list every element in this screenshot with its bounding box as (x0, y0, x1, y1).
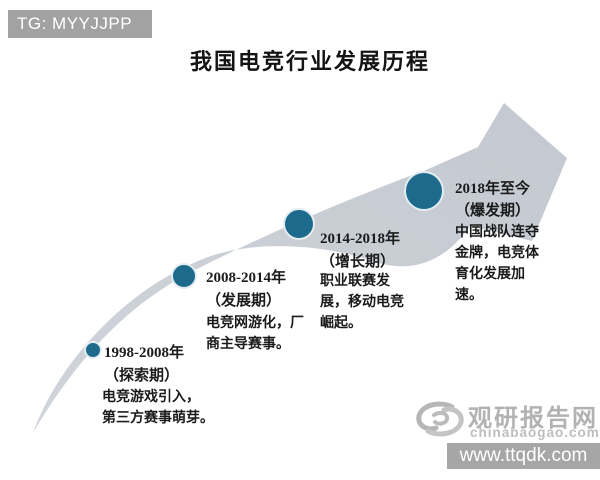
milestone-4-period: （爆发期） (455, 203, 531, 219)
milestone-dot-1 (84, 341, 102, 359)
milestone-1-period: （探索期） (104, 368, 180, 384)
milestone-1-desc: 电竞游戏引入， 第三方赛事萌芽。 (102, 390, 214, 426)
milestone-dot-2 (171, 263, 197, 289)
page-title: 我国电竞行业发展历程 (189, 49, 431, 74)
milestone-1-year: 1998-2008年 (104, 345, 184, 361)
milestone-4-desc: 中国战队连夺 金牌，电竞体 育化发展加 速。 (455, 225, 539, 303)
milestone-dot-4 (404, 171, 444, 211)
tg-badge: TG: MYYJJPP (8, 10, 152, 38)
milestone-4-year: 2018年至今 (455, 181, 531, 197)
milestone-2-year: 2008-2014年 (206, 270, 286, 286)
watermark-site-domain: chinabaogao.com (470, 425, 600, 440)
milestone-3-desc: 职业联赛发 展，移动电竞 崛起。 (320, 274, 404, 331)
milestone-3-year: 2014-2018年 (320, 231, 400, 247)
watermark-site-name: 观研报告网 (468, 405, 598, 432)
milestone-dot-3 (283, 208, 315, 240)
milestone-3-period: （增长期） (320, 254, 396, 270)
milestone-2-period: （发展期） (206, 293, 282, 309)
watermark-url-bar: www.ttqdk.com (447, 443, 600, 469)
swirl-globe-icon (416, 401, 464, 437)
milestone-2-desc: 电竞网游化，厂 商主导赛事。 (206, 316, 304, 352)
